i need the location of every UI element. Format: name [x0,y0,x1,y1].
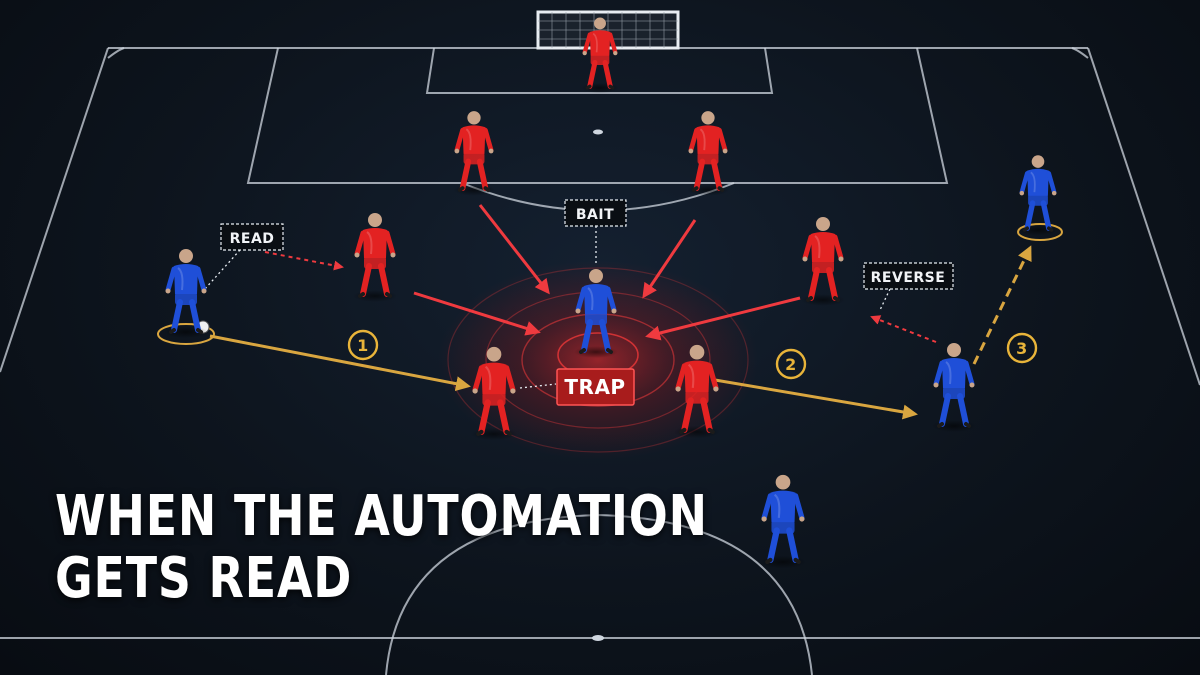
touchline-right [1087,47,1200,386]
highlight-rings [157,223,1063,345]
pass-arrow-2 [714,378,918,420]
presser-red [353,213,397,302]
pass-arrow-1 [209,334,471,392]
pressure-arrows [413,204,801,341]
label-reverse: REVERSE [863,262,954,290]
step-marker-1: 1 [347,329,379,361]
step-number: 1 [357,336,369,355]
runner-blue [1018,155,1058,236]
label-text: REVERSE [871,270,946,286]
label-bait: BAIT [564,199,627,227]
defender-red [453,111,495,196]
label-text: BAIT [576,207,614,223]
penalty-area [246,47,949,184]
read-arrows [264,251,937,343]
label-text: TRAP [564,375,625,399]
label-connectors [203,226,891,389]
headline-line-1: WHEN THE AUTOMATION [55,484,708,549]
pressure-arrow [645,296,801,341]
reverse-arrow [870,315,937,343]
touchline-left [0,47,109,373]
corner-arc-left [107,47,125,59]
step-number: 3 [1016,339,1028,358]
receiver-blue [932,343,976,432]
pass-arrows [209,245,1032,420]
label-text: READ [230,231,275,247]
center-circle [385,513,813,675]
goalkeeper-red [581,17,619,94]
label-trap: TRAP [556,368,635,406]
pressure-arrow [642,219,697,299]
corner-arc-right [1071,47,1089,59]
label-read: READ [220,223,284,251]
center-spot [592,635,604,641]
presser-red [801,217,845,306]
defender-red [687,111,729,196]
midfielder-blue [759,474,807,569]
step-marker-2: 2 [775,348,807,380]
step-marker-3: 3 [1006,332,1038,364]
step-number: 2 [785,355,797,374]
headline: WHEN THE AUTOMATION GETS READ [55,486,708,610]
passer-blue [164,249,208,338]
penalty-spot [593,129,603,135]
players [164,17,1058,569]
trap-defender-red [470,346,518,441]
trap-defender-red [673,344,721,439]
bait-player-blue [574,269,618,358]
pressure-arrow [478,204,550,295]
read-arrow [264,251,344,271]
run-arrow-3 [972,245,1032,365]
pressure-arrow [413,291,541,336]
headline-line-2: GETS READ [55,546,353,611]
